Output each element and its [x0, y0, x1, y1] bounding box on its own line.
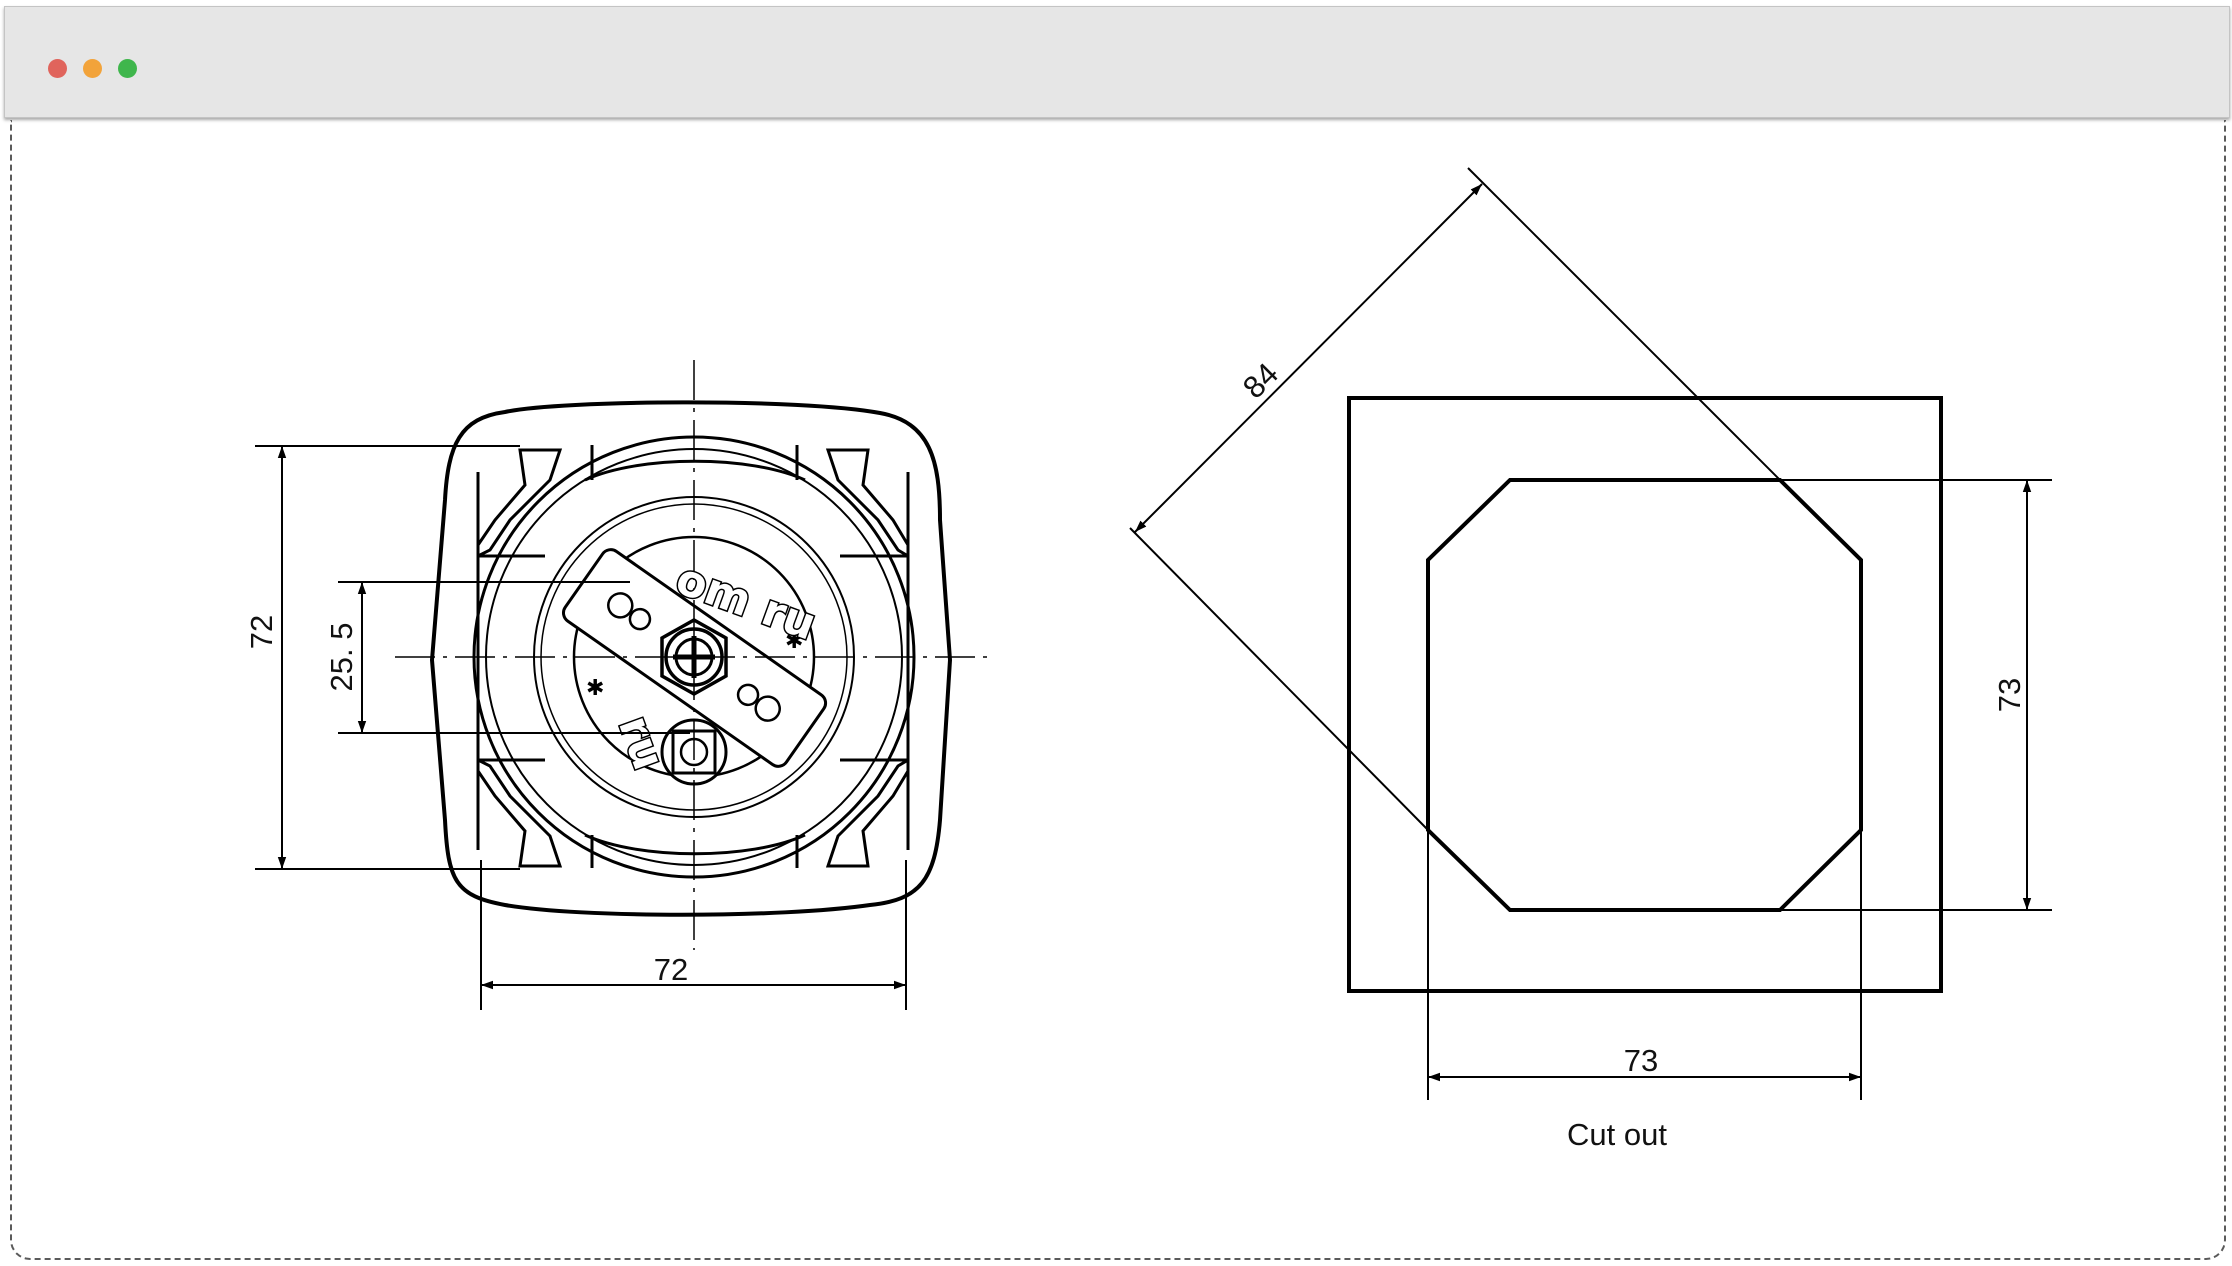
cutout-octagon — [1426, 478, 1863, 912]
dim-height-label: 72 — [244, 615, 279, 649]
maximize-window-button[interactable] — [118, 59, 137, 78]
minimize-window-button[interactable] — [83, 59, 102, 78]
front-view-dimensions — [255, 445, 907, 1010]
dim-line-diagonal-84 — [1134, 183, 1483, 533]
dim-diagonal-label: 84 — [1236, 356, 1285, 405]
dim-cutout-width-label: 73 — [1624, 1043, 1658, 1078]
bracket-br — [825, 757, 910, 868]
bracket-tl — [476, 448, 563, 559]
front-view: ✱ ✱ — [395, 360, 995, 950]
asterisk-mark: ✱ — [586, 675, 604, 700]
bracket-bl — [476, 757, 563, 868]
cutout-caption: Cut out — [1567, 1117, 1667, 1152]
cutout-view — [1129, 167, 2052, 1100]
dim-cutout-height-label: 73 — [1992, 678, 2027, 712]
dim-terminal-spacing-label: 25. 5 — [324, 623, 359, 692]
title-bar — [4, 6, 2230, 118]
dim-width-label: 72 — [654, 952, 688, 987]
content-frame — [10, 120, 2226, 1260]
housing-left — [476, 472, 910, 850]
close-window-button[interactable] — [48, 59, 67, 78]
bracket-tr — [825, 448, 910, 559]
asterisk-mark: ✱ — [785, 628, 803, 653]
outer-bezel — [429, 400, 953, 917]
panel-outline — [1347, 396, 1943, 993]
